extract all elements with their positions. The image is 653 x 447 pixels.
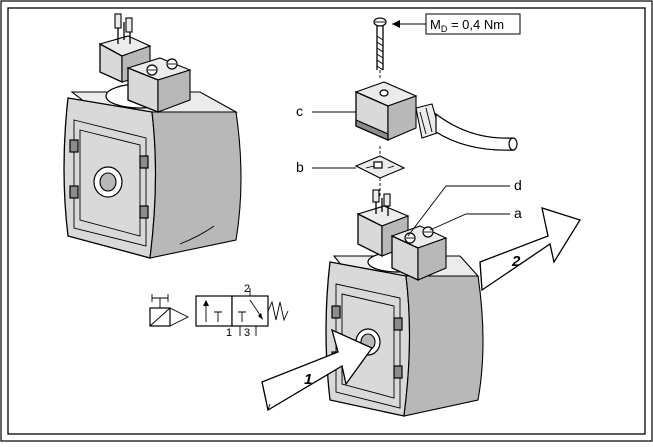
label-a: a — [514, 205, 522, 221]
label-c: c — [296, 103, 303, 119]
port-1-label: 1 — [226, 327, 232, 339]
arrow-1-icon — [261, 328, 373, 412]
diagram-inner-frame — [7, 7, 646, 435]
label-d: d — [514, 177, 522, 193]
valve-symbol-icon — [149, 288, 289, 336]
torque-label: MD = 0,4 Nm — [430, 17, 504, 34]
port-3-label: 3 — [244, 327, 250, 339]
step-2-label: 2 — [511, 253, 521, 270]
screw-icon — [373, 17, 387, 80]
label-b: b — [296, 159, 304, 175]
solenoid-coil-left-icon — [63, 13, 242, 259]
torque-label-box — [425, 13, 521, 35]
plug-connector-icon — [354, 81, 518, 151]
gasket-icon — [354, 146, 406, 196]
arrow-2-icon — [479, 207, 581, 292]
torque-pointer-icon — [392, 20, 400, 28]
port-2-label: 2 — [244, 283, 250, 295]
step-1-label: 1 — [304, 371, 312, 388]
